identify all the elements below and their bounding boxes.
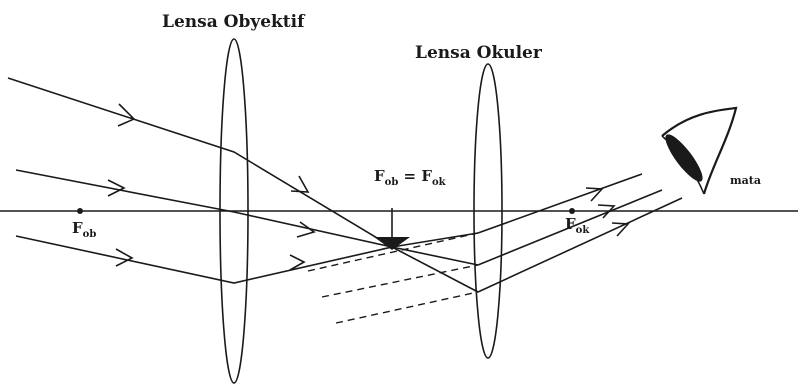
arrow-refracted-middle bbox=[296, 221, 316, 238]
objective-focal-point-dot bbox=[77, 208, 83, 214]
arrow-incoming-top bbox=[117, 103, 136, 127]
objective-lens-label: Lensa Obyektif bbox=[162, 12, 306, 32]
ray-to-eyepiece-middle bbox=[391, 246, 479, 266]
arrow-emergent-middle bbox=[597, 204, 616, 219]
virtual-ray-2 bbox=[321, 264, 479, 298]
eyepiece-focus-label: Fok bbox=[565, 215, 590, 236]
arrow-emergent-lower bbox=[611, 222, 630, 237]
emergent-ray-upper bbox=[477, 173, 643, 234]
eyepiece-lens bbox=[473, 63, 503, 359]
ray-to-eyepiece-upper bbox=[391, 232, 479, 248]
incoming-ray-bottom bbox=[15, 235, 393, 284]
incoming-ray-top bbox=[7, 77, 393, 248]
arrow-incoming-bottom bbox=[115, 248, 134, 267]
arrow-emergent-upper bbox=[585, 187, 604, 202]
eye-label: mata bbox=[730, 174, 761, 187]
arrow-refracted-bottom bbox=[289, 254, 306, 271]
emergent-ray-lower bbox=[477, 197, 683, 293]
common-focus-label: Fob = Fok bbox=[374, 167, 447, 188]
eye-icon bbox=[661, 106, 738, 195]
eyepiece-focal-point-dot bbox=[569, 208, 575, 214]
virtual-ray-3 bbox=[335, 291, 479, 324]
objective-lens bbox=[219, 38, 249, 384]
arrow-refracted-top bbox=[290, 175, 310, 193]
virtual-ray-1 bbox=[307, 232, 479, 272]
ray-to-eyepiece-lower bbox=[391, 246, 479, 293]
incoming-ray-middle bbox=[15, 169, 393, 248]
intermediate-image-arrowhead bbox=[374, 237, 410, 250]
emergent-ray-middle bbox=[477, 189, 663, 266]
arrow-incoming-middle bbox=[107, 179, 126, 197]
eyepiece-lens-label: Lensa Okuler bbox=[415, 43, 543, 63]
objective-focus-label: Fob bbox=[72, 219, 96, 240]
